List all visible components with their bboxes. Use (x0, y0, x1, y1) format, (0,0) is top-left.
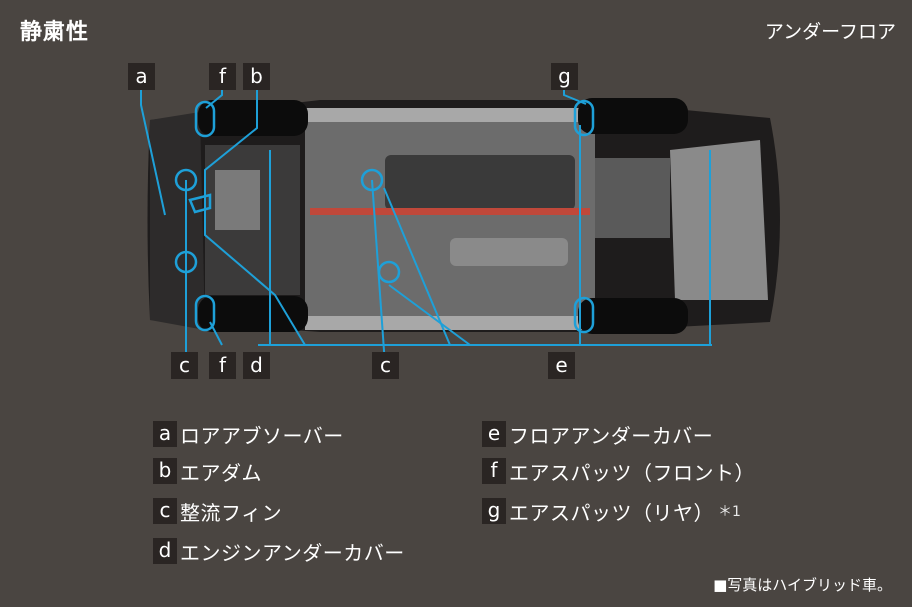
legend-label: エアスパッツ（フロント） (509, 460, 755, 485)
legend-label: ロアアブソーバー (180, 423, 344, 448)
tag-top-g: g (551, 63, 578, 90)
tag-bottom-e: e (548, 352, 575, 379)
tag-bottom-c2: c (372, 352, 399, 379)
legend-note: ＊1 (718, 504, 741, 520)
page-subtitle: アンダーフロア (764, 21, 896, 43)
footnote: ■写真はハイブリッド車。 (713, 576, 892, 594)
legend-label: エアスパッツ（リヤ） (509, 500, 714, 525)
legend-key: e (482, 421, 506, 447)
legend-key: f (482, 458, 506, 484)
legend-item-d: d エンジンアンダーカバー (153, 537, 405, 565)
tag-bottom-f: f (209, 352, 236, 379)
legend-item-a: a ロアアブソーバー (153, 420, 344, 448)
tag-bottom-d: d (243, 352, 270, 379)
legend-key: c (153, 498, 177, 524)
legend-key: g (482, 498, 506, 524)
legend-item-f: f エアスパッツ（フロント） (482, 457, 755, 485)
legend-item-b: b エアダム (153, 457, 262, 485)
callout-markers (174, 99, 595, 334)
tag-top-f: f (209, 63, 236, 90)
tag-top-a: a (128, 63, 155, 90)
legend-key: d (153, 538, 177, 564)
tag-bottom-c: c (171, 352, 198, 379)
car-underbody (147, 100, 780, 332)
legend-label: 整流フィン (180, 500, 283, 525)
legend-label: エアダム (180, 460, 262, 485)
legend-label: エンジンアンダーカバー (180, 540, 405, 565)
legend-item-e: e フロアアンダーカバー (482, 420, 713, 448)
wheels (198, 98, 688, 334)
legend-item-c: c 整流フィン (153, 497, 282, 525)
legend-item-g: g エアスパッツ（リヤ） ＊1 (482, 497, 741, 525)
legend-label: フロアアンダーカバー (509, 423, 714, 448)
legend-key: b (153, 458, 177, 484)
legend-key: a (153, 421, 177, 447)
tag-top-b: b (243, 63, 270, 90)
page-title: 静粛性 (20, 20, 90, 45)
